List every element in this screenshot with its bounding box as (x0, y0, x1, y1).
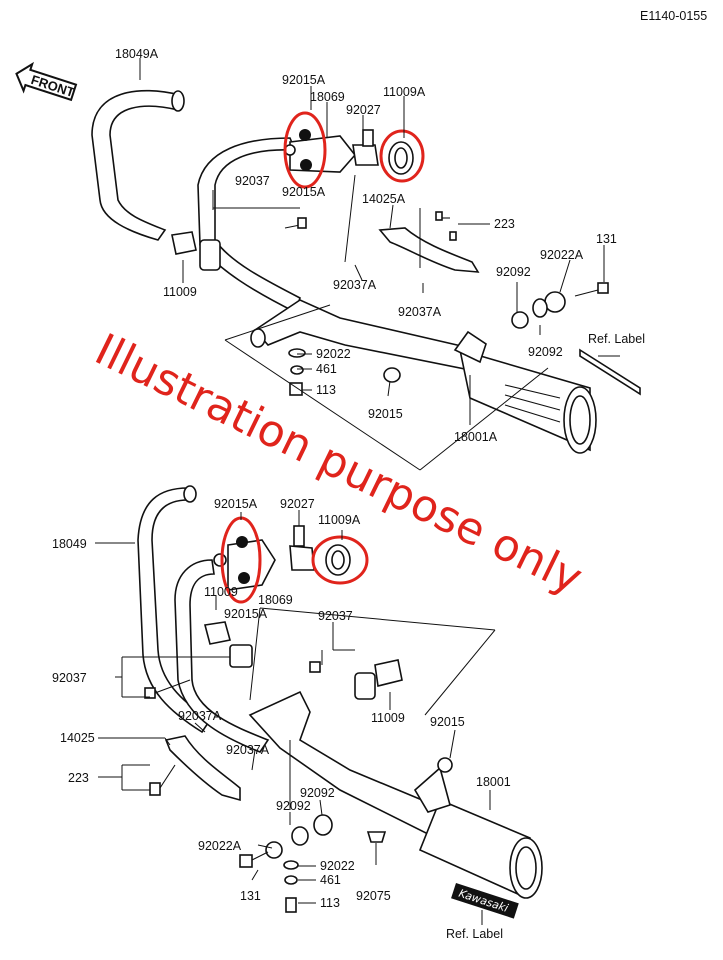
part-label: 92037 (52, 671, 87, 685)
ref-label-plate (579, 348, 641, 396)
part-label: 92092 (276, 799, 311, 813)
part-label: 461 (320, 873, 341, 887)
part-label: 18049 (52, 537, 87, 551)
part-label: 92037 (318, 609, 353, 623)
part-label: 92022 (320, 859, 355, 873)
highlight-circle (379, 129, 425, 183)
part-label: 113 (320, 896, 340, 910)
part-label: 18049A (115, 47, 159, 61)
diagram-code: E1140-0155 (640, 9, 707, 23)
part-label: 92015 (368, 407, 403, 421)
part-label: 131 (240, 889, 261, 903)
part-label: 18069 (258, 593, 293, 607)
highlight-circle (283, 111, 327, 189)
part-label: Ref. Label (588, 332, 645, 346)
sleeve-11009 (171, 231, 197, 255)
part-label: 11009 (371, 711, 405, 725)
part-label: 14025 (60, 731, 95, 745)
part-label: 14025A (362, 192, 406, 206)
part-label: Ref. Label (446, 927, 503, 941)
part-label: 18001A (454, 430, 498, 444)
rear-pipe (197, 137, 301, 314)
part-label: 11009 (163, 285, 197, 299)
part-label: 11009A (383, 85, 426, 99)
part-label: 11009 (204, 585, 238, 599)
part-label: 92015A (214, 497, 258, 511)
part-label: 92015A (224, 607, 268, 621)
brand-plate-text: Kawasaki (457, 887, 510, 915)
part-label: 223 (68, 771, 89, 785)
part-label: 92015A (282, 73, 326, 87)
part-label: 92022A (540, 248, 584, 262)
part-label: 92015 (430, 715, 465, 729)
rear-pipe (174, 559, 270, 753)
part-label: 92037A (178, 709, 222, 723)
part-label: 18069 (310, 90, 345, 104)
flange-18069 (227, 539, 276, 591)
front-arrow-icon: FRONT (15, 61, 78, 102)
part-label: 92092 (528, 345, 563, 359)
stay-14025 (164, 735, 241, 802)
front-pipe-18049 (137, 487, 212, 734)
part-label: 131 (596, 232, 617, 246)
part-label: 92022A (198, 839, 242, 853)
part-label: 92075 (356, 889, 391, 903)
part-label: 92027 (346, 103, 381, 117)
part-label: 92037A (398, 305, 442, 319)
part-label: 92027 (280, 497, 315, 511)
part-label: 92092 (496, 265, 531, 279)
collector (248, 690, 471, 852)
part-label: 113 (316, 383, 336, 397)
part-label: 461 (316, 362, 337, 376)
highlight-circle (311, 535, 369, 585)
front-pipe-18049A (91, 89, 181, 241)
part-label: 92015A (282, 185, 326, 199)
part-label: 92092 (300, 786, 335, 800)
top-assembly: 18049A 92015A 18069 92027 11009A 92037 9… (91, 47, 645, 471)
part-label: 92037A (333, 278, 377, 292)
part-label: 223 (494, 217, 515, 231)
part-label: 92037 (235, 174, 270, 188)
part-label: 92022 (316, 347, 351, 361)
bottom-assembly: Kawasaki 92015A 92027 11009A 18049 11009… (52, 485, 543, 941)
part-label: 11009A (318, 513, 361, 527)
part-label: 92037A (226, 743, 270, 757)
clamp-92037 (199, 239, 221, 271)
part-label: 18001 (476, 775, 511, 789)
stay-14025A (378, 227, 480, 273)
